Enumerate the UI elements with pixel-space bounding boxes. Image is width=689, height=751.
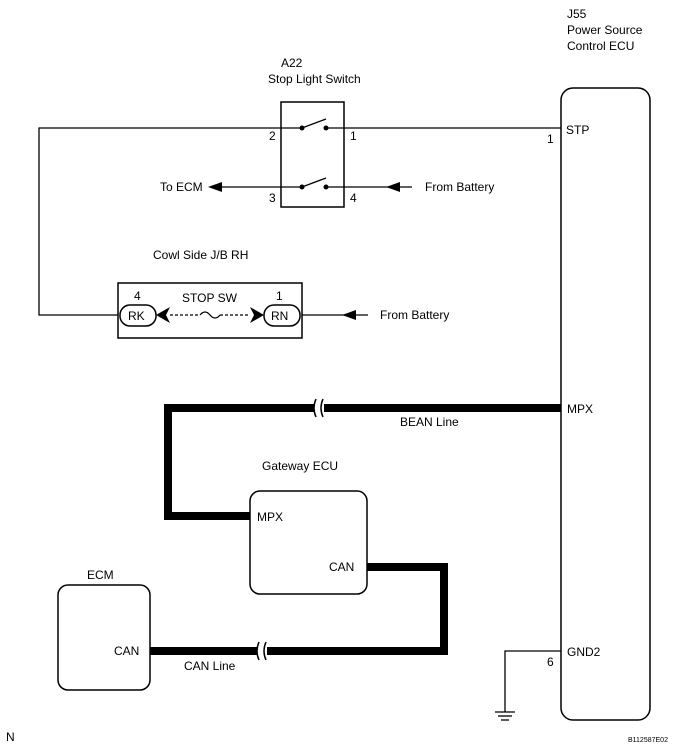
power-ecu-stp-pin: 1 bbox=[547, 132, 554, 146]
wire-ground bbox=[504, 650, 561, 712]
jb-name: Cowl Side J/B RH bbox=[153, 248, 248, 262]
wire-switch-to-jb bbox=[38, 127, 281, 316]
switch-code: A22 bbox=[281, 56, 303, 70]
connector-rn-label: RN bbox=[271, 309, 288, 323]
arrow-to-ecm-icon bbox=[208, 182, 222, 192]
label-from-battery-switch: From Battery bbox=[425, 180, 494, 194]
ecm-box bbox=[57, 584, 151, 691]
fuse-icon bbox=[170, 311, 250, 319]
switch-pin-1: 1 bbox=[350, 129, 357, 143]
power-ecu-gnd2-pin: 6 bbox=[547, 655, 554, 669]
gateway-ecu-box bbox=[249, 490, 368, 595]
arrow-from-battery-switch-icon bbox=[386, 182, 400, 192]
label-bean-line: BEAN Line bbox=[400, 415, 459, 429]
switch-pin-3: 3 bbox=[269, 191, 276, 205]
wire-bean-line bbox=[164, 404, 561, 520]
switch-name: Stop Light Switch bbox=[268, 72, 361, 86]
power-ecu-code: J55 bbox=[567, 7, 587, 21]
chevron-right-icon bbox=[250, 307, 264, 323]
ground-icon bbox=[495, 711, 515, 721]
footer-orientation: N bbox=[6, 730, 15, 744]
power-ecu-mpx-label: MPX bbox=[567, 402, 593, 416]
label-can-line: CAN Line bbox=[184, 659, 236, 673]
gateway-mpx-label: MPX bbox=[257, 510, 283, 524]
footer-figure-id: B112587E02 bbox=[628, 737, 668, 744]
stop-light-switch-box bbox=[280, 101, 345, 208]
chevron-left-icon bbox=[156, 307, 170, 323]
power-ecu-name-line1: Power Source bbox=[567, 23, 643, 37]
jb-pin-4: 4 bbox=[134, 289, 141, 303]
switch-pin-2: 2 bbox=[269, 129, 276, 143]
switch-pin-4: 4 bbox=[350, 191, 357, 205]
ecm-can-label: CAN bbox=[114, 644, 139, 658]
gateway-name: Gateway ECU bbox=[262, 459, 338, 473]
power-ecu-gnd2-label: GND2 bbox=[567, 645, 601, 659]
connector-rn bbox=[263, 304, 301, 327]
jb-fuse-label: STOP SW bbox=[182, 291, 238, 305]
connector-rk-label: RK bbox=[128, 309, 145, 323]
can-break-mark-icon bbox=[256, 641, 267, 661]
jb-pin-1: 1 bbox=[276, 289, 283, 303]
switch-contact-lower bbox=[281, 177, 344, 190]
arrow-from-battery-jb-icon bbox=[342, 310, 356, 320]
bean-break-mark-icon bbox=[313, 398, 324, 418]
gateway-can-label: CAN bbox=[329, 560, 354, 574]
wire-can-line bbox=[150, 563, 448, 655]
power-ecu-stp-label: STP bbox=[566, 123, 589, 137]
label-to-ecm: To ECM bbox=[160, 180, 203, 194]
switch-contact-upper bbox=[281, 118, 344, 131]
ecm-name: ECM bbox=[87, 568, 114, 582]
connector-rk bbox=[119, 304, 157, 327]
power-ecu-name-line2: Control ECU bbox=[567, 39, 634, 53]
label-from-battery-jb: From Battery bbox=[380, 308, 449, 322]
